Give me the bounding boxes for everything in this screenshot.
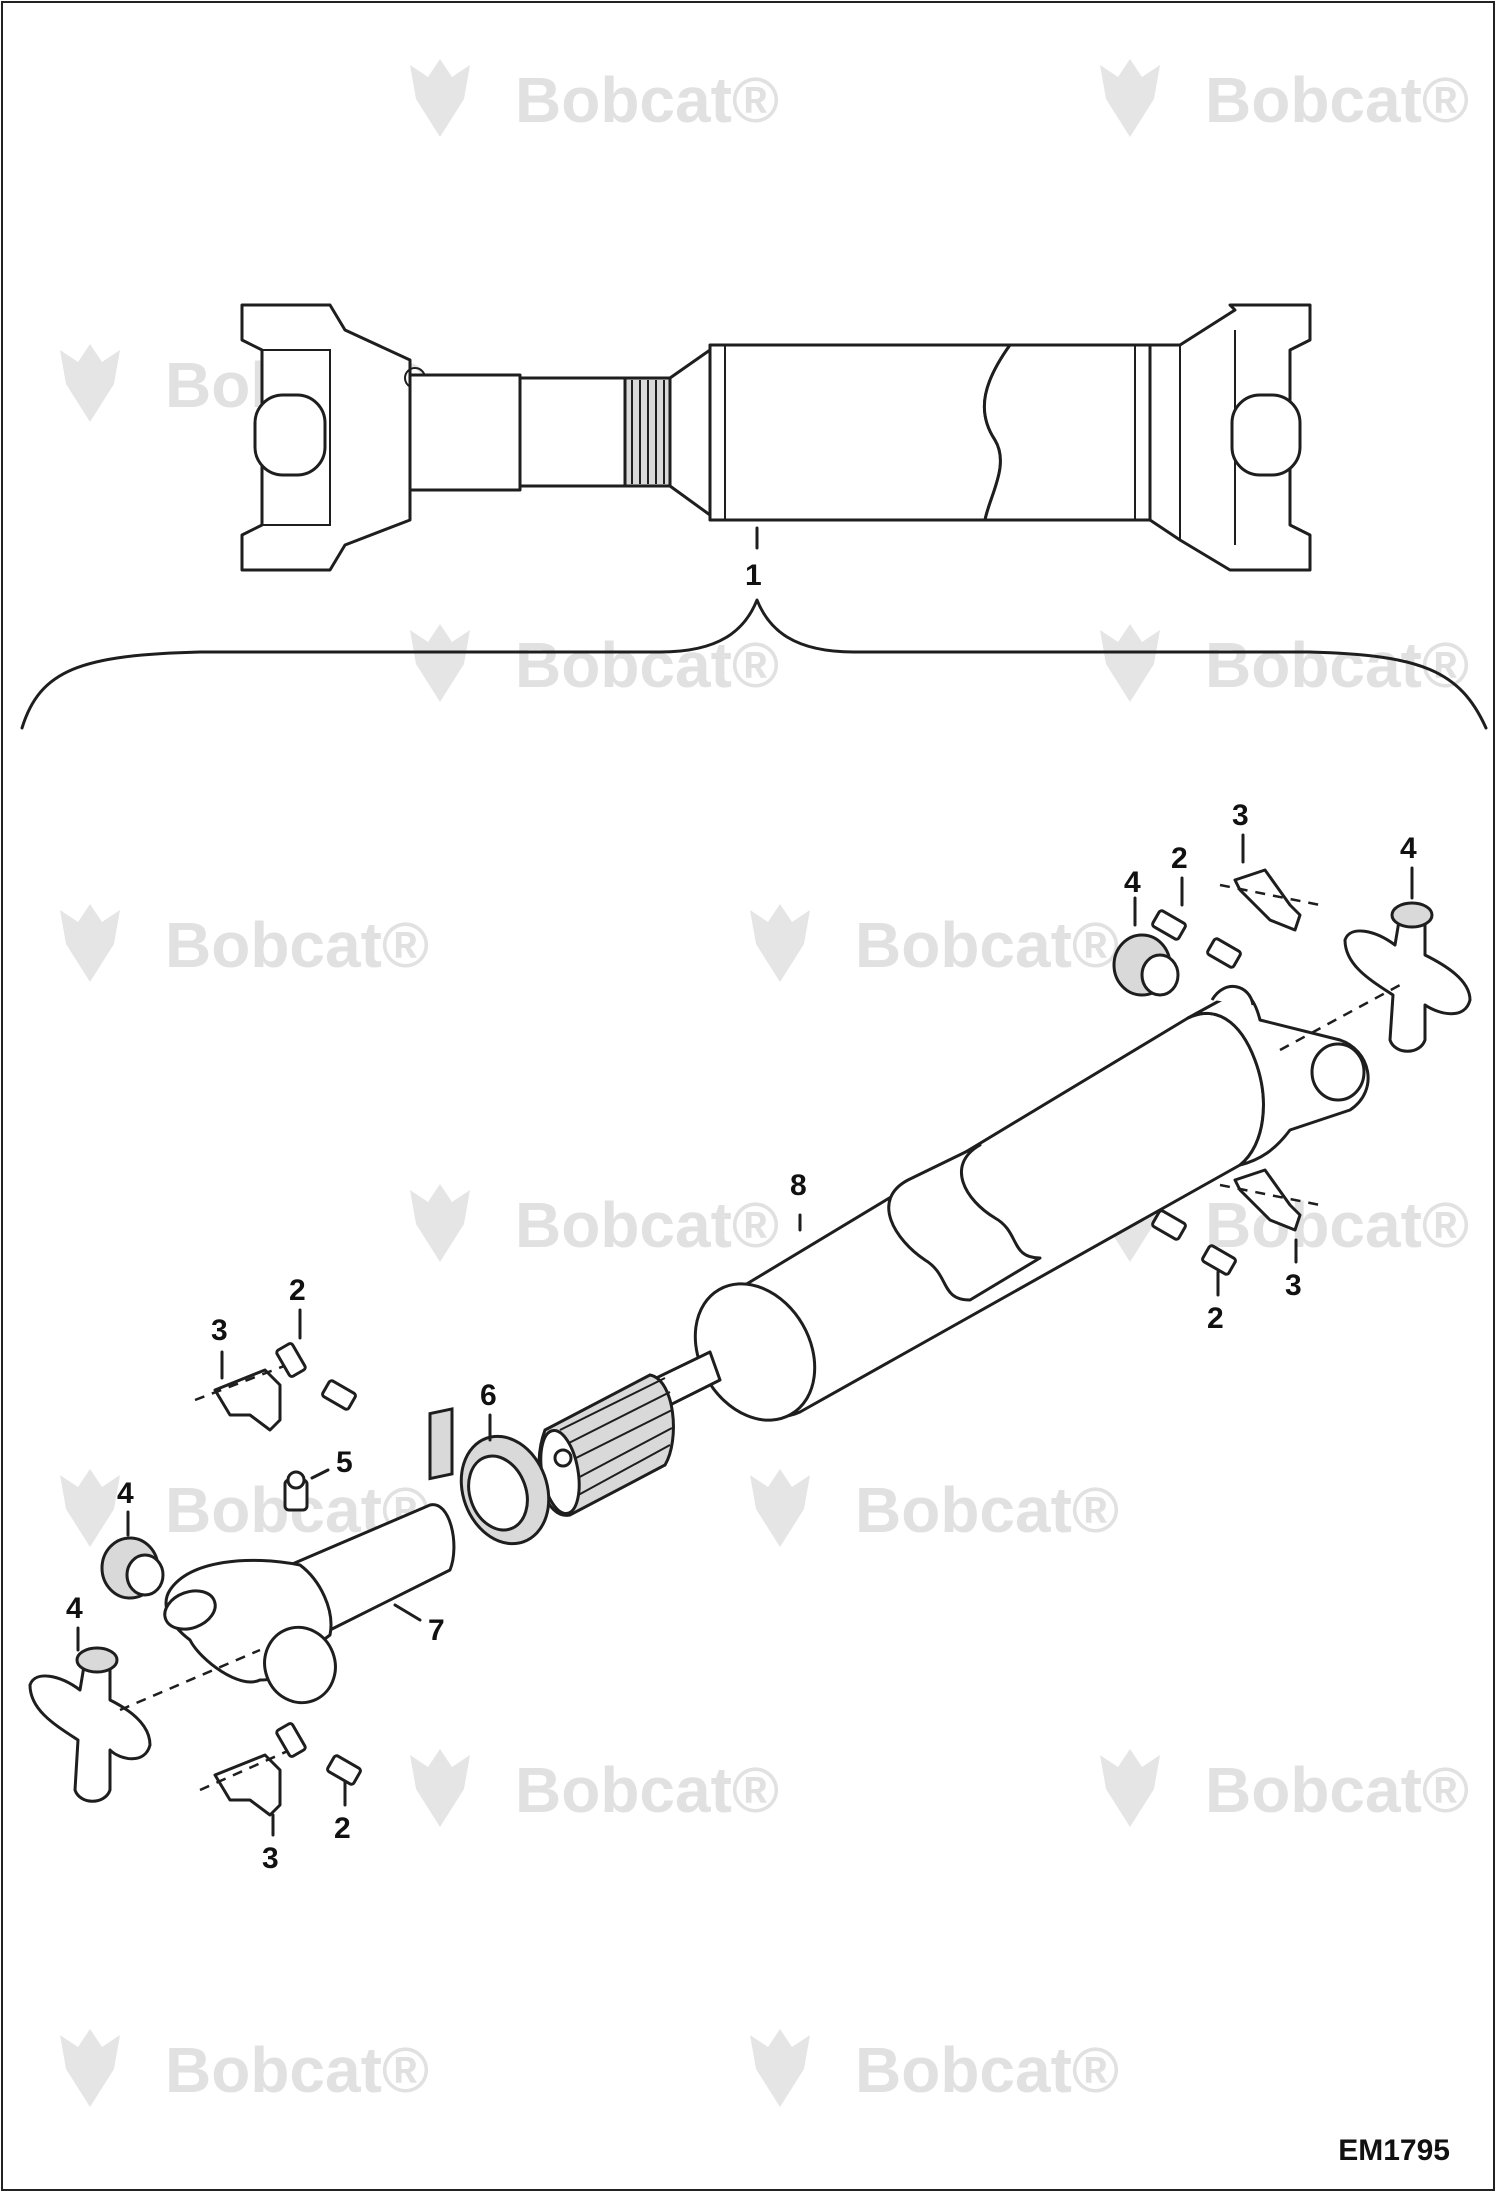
watermark-brand: Bobcat® <box>515 64 779 136</box>
figure-code: EM1795 <box>1338 2134 1450 2167</box>
watermark-brand: Bobcat® <box>1205 1189 1469 1261</box>
strap-right-upper <box>1219 833 1321 932</box>
watermark-brand: Bobcat® <box>855 1474 1119 1546</box>
callout-tube: 8 <box>790 1169 807 1202</box>
bolt-left-upper <box>275 1308 357 1411</box>
watermark-brand: Bobcat® <box>515 1754 779 1826</box>
strap-left-lower <box>199 1748 291 1837</box>
strap-left-upper <box>194 1350 301 1432</box>
watermark-brand: Bobcat® <box>855 909 1119 981</box>
callout-strap: 3 <box>1232 799 1249 832</box>
watermark-brand: Bobcat® <box>165 909 429 981</box>
callout-bolt: 2 <box>334 1812 351 1845</box>
bobcat-head-logo <box>410 59 470 137</box>
callout-bolt: 2 <box>1207 1302 1224 1335</box>
cross-bearing-right-lower <box>1279 866 1472 1053</box>
assembled-driveshaft <box>240 303 1312 572</box>
tube <box>537 984 1370 1517</box>
callout-grease-fitting: 5 <box>336 1446 353 1479</box>
bobcat-head-logo <box>1100 59 1160 137</box>
callout-strap: 3 <box>1285 1269 1302 1302</box>
bobcat-head-logo <box>1100 624 1160 702</box>
bolt-right-upper <box>1151 876 1242 969</box>
bobcat-head-logo <box>410 624 470 702</box>
callout-cross-bearing: 4 <box>1124 866 1141 899</box>
bobcat-head-logo <box>410 1749 470 1827</box>
watermark-brand: Bobcat® <box>165 2034 429 2106</box>
cross-bearing-left-lower <box>28 1626 261 1803</box>
assembly-brace <box>20 598 1488 730</box>
watermark-brand: Bobcat® <box>855 2034 1119 2106</box>
callout-bolt: 2 <box>289 1274 306 1307</box>
strap-right-lower <box>1219 1168 1321 1264</box>
callout-strap: 3 <box>211 1314 228 1347</box>
callout-cross-bearing: 4 <box>66 1592 83 1625</box>
cross-bearing-right-upper <box>1112 896 1180 997</box>
bobcat-head-logo <box>60 904 120 982</box>
watermark-brand: Bobcat® <box>1205 1754 1469 1826</box>
watermark-brand: Bobcat® <box>515 629 779 701</box>
bobcat-head-logo <box>60 1469 120 1547</box>
callout-cross-bearing: 4 <box>117 1477 134 1510</box>
bobcat-head-logo <box>60 2029 120 2107</box>
bolt-right-lower <box>1151 1209 1237 1297</box>
callout-seal: 6 <box>480 1379 497 1412</box>
bobcat-head-logo <box>750 2029 810 2107</box>
bobcat-head-logo <box>410 1184 470 1262</box>
slip-yoke <box>163 1407 456 1705</box>
bobcat-head-logo <box>750 904 810 982</box>
grease-fitting <box>283 1468 330 1512</box>
bolt-left-lower <box>275 1722 362 1807</box>
bobcat-head-logo <box>750 1469 810 1547</box>
callout-assembly: 1 <box>745 559 762 592</box>
cross-bearing-left-upper <box>100 1510 165 1600</box>
callout-strap: 3 <box>262 1842 279 1875</box>
watermark-brand: Bobcat® <box>1205 629 1469 701</box>
callout-slip-yoke: 7 <box>428 1614 445 1647</box>
bobcat-head-logo <box>1100 1749 1160 1827</box>
callout-bolt: 2 <box>1171 842 1188 875</box>
callout-cross-bearing: 4 <box>1400 832 1417 865</box>
watermark-brand: Bobcat® <box>515 1189 779 1261</box>
bobcat-head-logo <box>60 344 120 422</box>
seal <box>459 1413 551 1546</box>
watermark-brand: Bobcat® <box>1205 64 1469 136</box>
